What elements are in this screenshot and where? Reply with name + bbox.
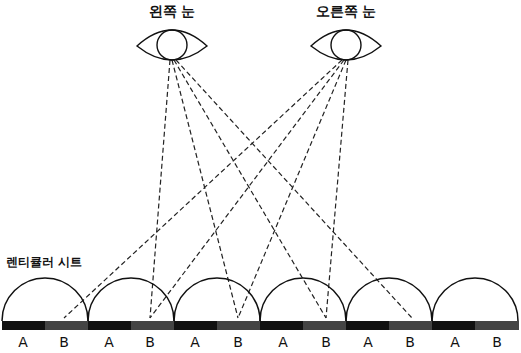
strip-letter: A [104, 335, 114, 350]
strip-letter: A [450, 335, 460, 350]
strip-letter: B [233, 335, 243, 350]
right-eye [311, 30, 381, 60]
eye-label: 왼쪽 눈 [149, 4, 196, 19]
strip-letter: A [278, 335, 288, 350]
strip-letter: B [321, 335, 331, 350]
eyes [137, 30, 381, 60]
image-strip [2, 321, 519, 330]
strip-letter: A [18, 335, 28, 350]
lens-sheet [2, 278, 519, 330]
right-iris [331, 30, 361, 60]
strip-letter: A [190, 335, 200, 350]
strip-letter: B [405, 335, 415, 350]
strip-letter: A [363, 335, 373, 350]
left-iris [157, 30, 187, 60]
sheet-label: 렌티큘러 시트 [4, 256, 84, 269]
strip-letter: B [145, 335, 155, 350]
strip-letter: B [59, 335, 69, 350]
sight-lines [64, 60, 412, 318]
left-eye [137, 30, 207, 60]
strip-letter: B [492, 335, 502, 350]
eye-label: 오른쪽 눈 [316, 4, 377, 19]
